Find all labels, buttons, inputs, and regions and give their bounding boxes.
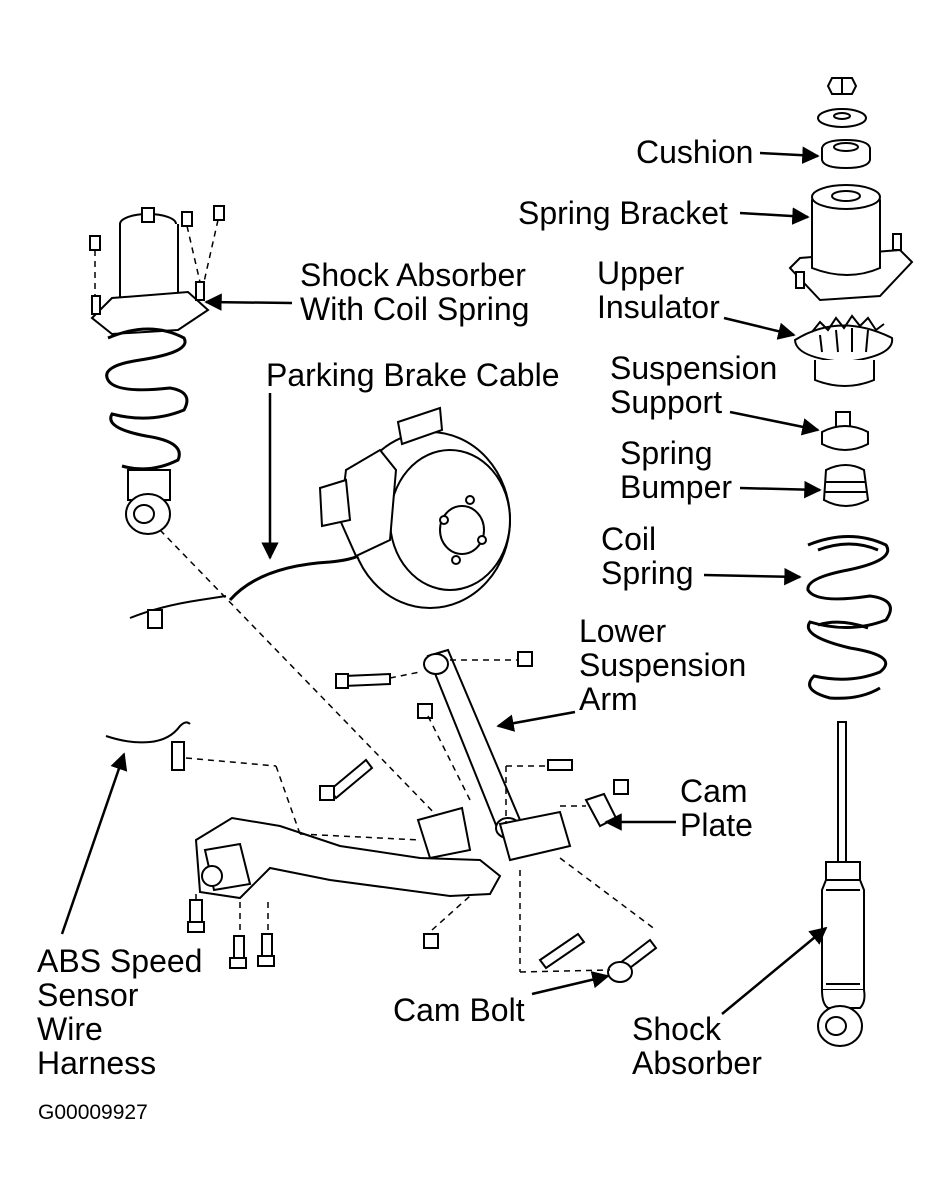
spring-bumper-part — [822, 464, 870, 507]
strut-nut — [826, 77, 858, 95]
shock-guide-lines — [94, 219, 471, 851]
label-parking-brake-cable: Parking Brake Cable — [266, 357, 560, 393]
label-coil-spring: Coil Spring — [601, 521, 694, 591]
abs-wire-upper — [129, 595, 227, 619]
shock-assembly — [89, 205, 225, 535]
lower-suspension-arm — [423, 648, 522, 839]
shock-absorber-part — [817, 721, 866, 1047]
upper-insulator-part — [793, 314, 894, 387]
figure-id: G00009927 — [38, 1101, 148, 1124]
spring-bracket-part — [788, 184, 914, 302]
label-upper-insulator: Upper Insulator — [597, 255, 720, 325]
label-shock-absorber: Shock Absorber — [632, 1011, 762, 1081]
label-suspension-support: Suspension Support — [610, 350, 778, 420]
trailing-arm — [194, 806, 572, 900]
strut-washer — [817, 108, 867, 128]
label-cam-plate: Cam Plate — [680, 773, 753, 843]
label-abs-speed-sensor-wire-harness: ABS Speed Sensor Wire Harness — [37, 943, 203, 1081]
label-shock-absorber-with-coil-spring: Shock Absorber With Coil Spring — [300, 257, 530, 327]
assembly-guide-lines — [185, 659, 657, 973]
abs-connector-upper — [147, 609, 163, 629]
parking-brake-cable — [228, 554, 359, 601]
abs-bracket-lower — [171, 741, 185, 771]
abs-wire-lower — [105, 721, 191, 744]
fasteners — [187, 651, 658, 983]
label-spring-bumper: Spring Bumper — [620, 435, 733, 505]
cushion-part — [821, 138, 871, 170]
label-cam-bolt: Cam Bolt — [393, 992, 525, 1028]
label-spring-bracket: Spring Bracket — [518, 195, 728, 231]
brake-caliper — [318, 406, 444, 558]
coil-spring-part — [806, 535, 892, 700]
label-cushion: Cushion — [636, 134, 754, 170]
suspension-support-part — [821, 411, 869, 451]
callout-arrows — [60, 146, 828, 1015]
label-lower-suspension-arm: Lower Suspension Arm — [579, 613, 747, 717]
